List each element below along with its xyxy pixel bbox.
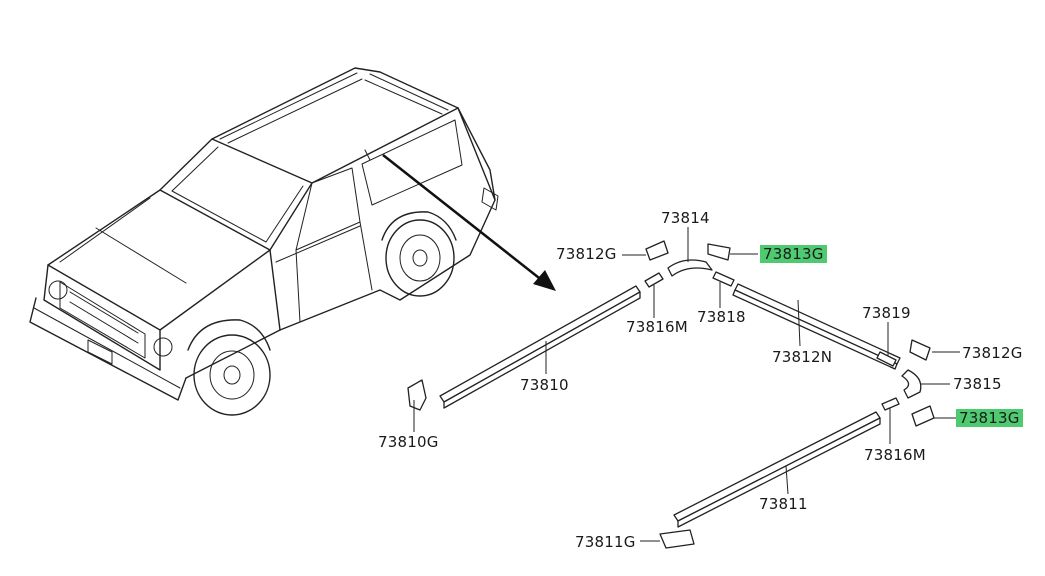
part-73814	[667, 259, 713, 277]
label-73818: 73818	[697, 308, 746, 326]
label-73810: 73810	[520, 376, 569, 394]
part-73818	[712, 271, 735, 287]
part-73811	[673, 411, 881, 528]
label-73811: 73811	[759, 495, 808, 513]
label-73810g: 73810G	[378, 433, 439, 451]
label-73819: 73819	[862, 304, 911, 322]
arrow-icon	[382, 154, 556, 291]
leader-lines	[413, 227, 960, 542]
part-73816m-top	[644, 272, 664, 288]
vehicle-illustration	[29, 67, 499, 416]
label-73816m-top: 73816M	[626, 318, 688, 336]
part-73812g-right	[909, 339, 931, 361]
label-73815: 73815	[953, 375, 1002, 393]
label-73812g-top: 73812G	[556, 245, 617, 263]
part-73812n	[732, 283, 901, 370]
part-73813g-top	[707, 243, 731, 261]
label-73813g-top: 73813G	[760, 245, 827, 263]
label-73813g-right: 73813G	[956, 409, 1023, 427]
part-73811g	[659, 529, 695, 549]
label-73814: 73814	[661, 209, 710, 227]
label-73811g: 73811G	[575, 533, 636, 551]
part-73813g-right	[911, 405, 935, 427]
part-73815	[901, 369, 922, 399]
label-73816m-right: 73816M	[864, 446, 926, 464]
part-73810g	[407, 379, 427, 411]
part-73810	[439, 285, 641, 409]
label-73812n: 73812N	[772, 348, 833, 366]
part-73816m-right	[881, 397, 900, 411]
label-73812g-right: 73812G	[962, 344, 1023, 362]
part-73819	[876, 351, 897, 367]
part-73812g-top	[645, 240, 669, 261]
